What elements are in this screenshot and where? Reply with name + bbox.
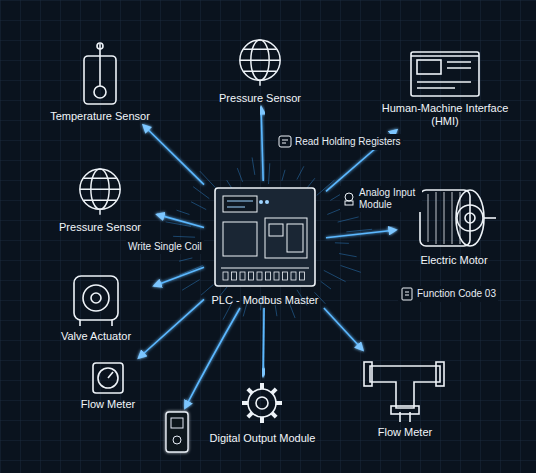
protocol-label: Read Holding Registers [295, 136, 401, 148]
plc-icon [205, 182, 325, 292]
note-icon [342, 192, 356, 206]
modbus-link [263, 308, 264, 376]
protocol-label: Write Single Coil [128, 241, 202, 253]
modbus-link [324, 308, 363, 350]
gear-icon [200, 378, 325, 430]
node-label: Digital Output Module [200, 430, 325, 445]
pressure-sensor: Pressure Sensor [205, 34, 315, 105]
node-label: PLC - Modbus Master [205, 292, 325, 307]
node-label: Flow Meter [350, 424, 460, 439]
valve-icon [40, 272, 152, 328]
small-device [166, 308, 240, 452]
pressure-sensor: Pressure Sensor [45, 163, 155, 234]
note-icon [400, 287, 414, 301]
flow-meter: Flow Meter [350, 352, 460, 439]
flow-meter: Flow Meter [65, 360, 151, 411]
modbus-link [143, 125, 204, 185]
node-label: Pressure Sensor [45, 219, 155, 234]
modbus-link [154, 267, 204, 286]
modbus-link [157, 214, 204, 227]
hmi-icon [365, 48, 525, 100]
modbus-link [139, 299, 204, 358]
data-rays [166, 157, 373, 319]
protocol-note: Write Single Coil [126, 240, 204, 254]
hmi-panel: Human-Machine Interface (HMI) [365, 48, 525, 128]
note-icon [278, 135, 292, 149]
node-label: Human-Machine Interface (HMI) [365, 100, 525, 128]
protocol-label: Analog Input Module [359, 187, 420, 211]
protocol-note: Function Code 03 [398, 286, 498, 302]
node-label: Electric Motor [398, 252, 510, 267]
globe-icon [205, 34, 315, 90]
gauge-icon [65, 360, 151, 396]
temperature-sensor: Temperature Sensor [40, 42, 160, 123]
modbus-link [326, 230, 396, 238]
thermo-icon [40, 42, 160, 108]
modbus-link [261, 107, 263, 181]
plc-master: PLC - Modbus Master [205, 182, 325, 307]
node-label: Pressure Sensor [205, 90, 315, 105]
tee-icon [350, 352, 460, 424]
protocol-note: Analog Input Module [340, 186, 422, 212]
protocol-label: Function Code 03 [417, 288, 496, 300]
globe-icon [45, 163, 155, 219]
node-label: Valve Actuator [40, 328, 152, 343]
digital-output-module: Digital Output Module [200, 378, 325, 445]
node-label: Flow Meter [65, 396, 151, 411]
protocol-note: Read Holding Registers [276, 134, 403, 150]
valve-actuator: Valve Actuator [40, 272, 152, 343]
node-label: Temperature Sensor [40, 108, 160, 123]
